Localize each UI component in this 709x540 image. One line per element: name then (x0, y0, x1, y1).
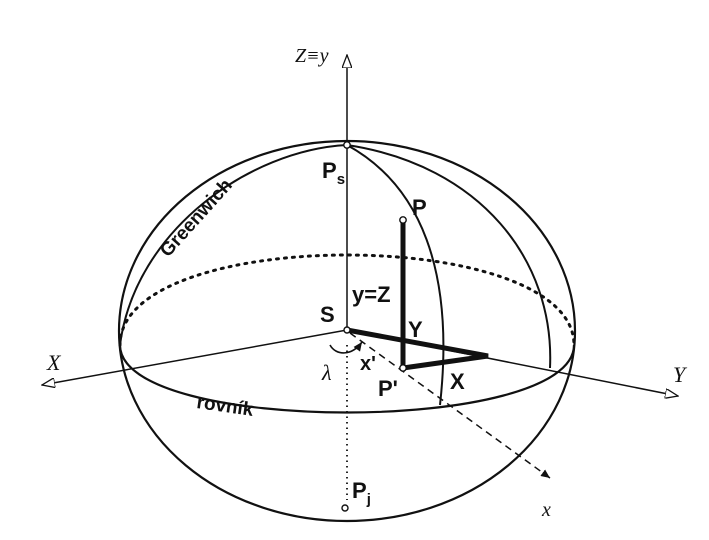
y-equals-z-label: y=Z (352, 282, 391, 307)
right-meridian (346, 144, 552, 369)
north-pole-subscript: s (337, 171, 345, 188)
y-axis-label: Y (673, 362, 688, 387)
point-p-prime-dot (399, 364, 407, 372)
coordinate-construction (346, 327, 489, 371)
z-axis-label: Z≡y (295, 45, 329, 67)
coord-y-label: Y (408, 317, 423, 342)
center-label: S (320, 302, 335, 327)
equator-label: rovník (195, 392, 255, 421)
point-p-prime-label: P' (378, 376, 398, 401)
north-pole-label: Ps (322, 158, 345, 188)
longitude-label: λ (321, 360, 332, 385)
x-prime-label: x' (360, 353, 376, 375)
coord-x-label: X (450, 369, 465, 394)
point-p-dot (399, 216, 407, 224)
south-pole-letter: P (352, 478, 367, 503)
x-axis-label: X (46, 350, 62, 375)
north-pole-letter: P (322, 158, 337, 183)
south-pole-label: Pj (352, 478, 371, 508)
point-p-label: P (412, 195, 427, 220)
greenwich-meridian (119, 144, 348, 346)
longitude-arc (329, 341, 363, 354)
south-pole-subscript: j (366, 491, 371, 508)
x-axis-left (42, 329, 348, 385)
south-pole-point (341, 504, 349, 512)
north-pole-point (343, 141, 351, 149)
x-axis-dashed (349, 332, 551, 479)
meridian-through-p (346, 144, 445, 406)
center-point (343, 326, 351, 334)
x-small-axis-label: x (541, 499, 551, 521)
